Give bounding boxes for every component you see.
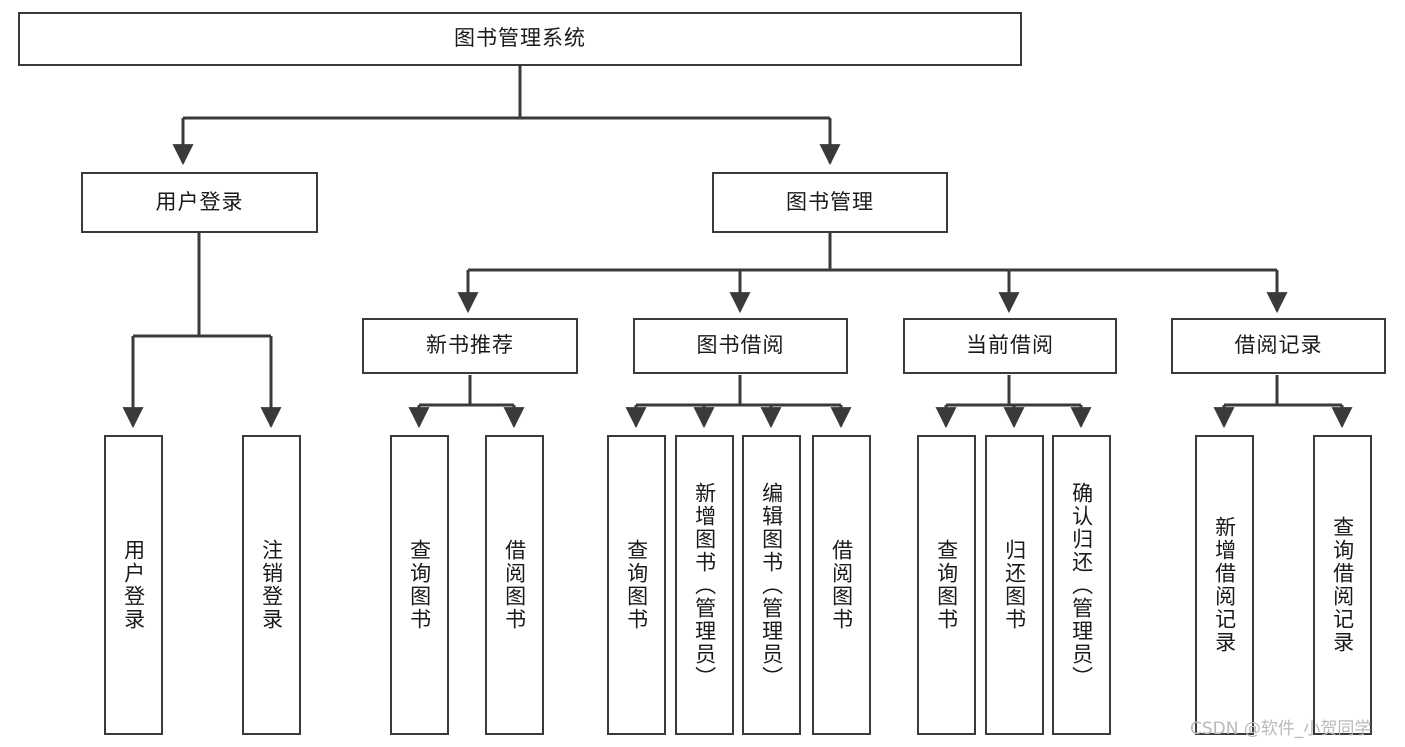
leaf-edit-book-admin[interactable]: 编辑图书（管理员） — [742, 435, 801, 735]
node-user-login[interactable]: 用户登录 — [81, 172, 318, 233]
leaf-return-book[interactable]: 归还图书 — [985, 435, 1044, 735]
leaf-add-borrow-record[interactable]: 新增借阅记录 — [1195, 435, 1254, 735]
leaf-add-book-admin[interactable]: 新增图书（管理员） — [675, 435, 734, 735]
node-label: 用户登录 — [155, 189, 244, 214]
node-borrow-record[interactable]: 借阅记录 — [1171, 318, 1386, 374]
leaf-query-book-current[interactable]: 查询图书 — [917, 435, 976, 735]
node-root[interactable]: 图书管理系统 — [18, 12, 1022, 66]
node-label: 新增借阅记录 — [1212, 516, 1237, 654]
node-label: 图书管理系统 — [454, 26, 586, 51]
node-label: 新书推荐 — [426, 333, 514, 358]
node-label: 图书借阅 — [696, 333, 785, 358]
node-label: 借阅记录 — [1234, 333, 1323, 358]
node-label: 注销登录 — [259, 539, 284, 631]
node-label: 图书管理 — [786, 189, 874, 214]
leaf-confirm-return-admin[interactable]: 确认归还（管理员） — [1052, 435, 1111, 735]
node-new-book-recommend[interactable]: 新书推荐 — [362, 318, 578, 374]
node-label: 编辑图书（管理员） — [759, 481, 784, 689]
node-label: 查询图书 — [407, 539, 432, 631]
leaf-logout-login[interactable]: 注销登录 — [242, 435, 301, 735]
leaf-borrow-book[interactable]: 借阅图书 — [812, 435, 871, 735]
node-label: 借阅图书 — [502, 539, 527, 631]
node-label: 查询图书 — [934, 539, 959, 631]
node-label: 用户登录 — [121, 539, 146, 631]
node-book-management[interactable]: 图书管理 — [712, 172, 948, 233]
leaf-query-book-recommend[interactable]: 查询图书 — [390, 435, 449, 735]
node-label: 新增图书（管理员） — [692, 481, 717, 689]
node-label: 当前借阅 — [966, 333, 1054, 358]
node-book-borrow[interactable]: 图书借阅 — [633, 318, 848, 374]
node-label: 归还图书 — [1002, 539, 1027, 631]
leaf-query-borrow-record[interactable]: 查询借阅记录 — [1313, 435, 1372, 735]
node-label: 查询借阅记录 — [1330, 516, 1355, 654]
leaf-query-book-borrow[interactable]: 查询图书 — [607, 435, 666, 735]
node-label: 查询图书 — [624, 539, 649, 631]
node-label: 确认归还（管理员） — [1069, 481, 1094, 689]
leaf-user-login[interactable]: 用户登录 — [104, 435, 163, 735]
node-current-borrow[interactable]: 当前借阅 — [903, 318, 1117, 374]
watermark-text: CSDN @软件_小贺同学 — [1190, 719, 1372, 739]
leaf-borrow-book-recommend[interactable]: 借阅图书 — [485, 435, 544, 735]
node-label: 借阅图书 — [829, 539, 854, 631]
